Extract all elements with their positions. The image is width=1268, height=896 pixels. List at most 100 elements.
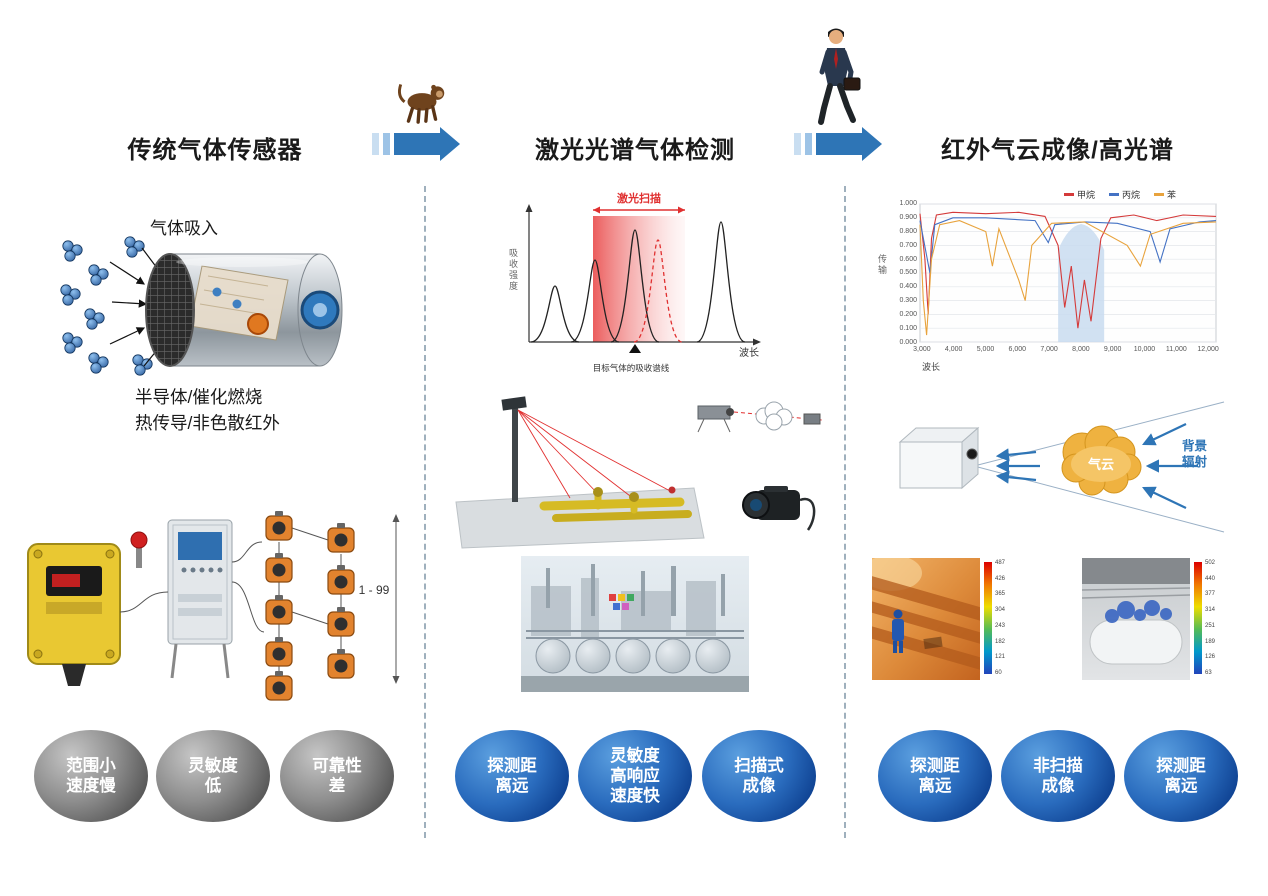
- legend-color-chip: [1109, 193, 1120, 196]
- detector-count-label: 1 - 99: [359, 583, 390, 597]
- advantage-bubble-distance-2: 探测距 离远: [878, 730, 992, 822]
- ground: [521, 676, 749, 692]
- x-tick-label: 10,000: [1133, 346, 1156, 353]
- scale-value: 377: [1205, 591, 1216, 598]
- y-tick-label: 0.300: [899, 297, 917, 305]
- dashed-divider-1: [424, 186, 426, 838]
- wavelength-axis-label: 波长: [739, 346, 759, 359]
- absorption-peaks: [530, 221, 746, 343]
- absorption-axis-label: 吸收强度: [508, 248, 518, 292]
- gas-leak-blobs: [1105, 600, 1172, 623]
- temperature-colorbar: [984, 562, 992, 674]
- thermal-scene-pipes: [853, 555, 1010, 680]
- laser-scan-region: [593, 216, 685, 342]
- gas-cloud-scene: 气云: [898, 401, 1225, 533]
- towers: [546, 564, 725, 616]
- scale-value: 314: [1205, 607, 1216, 614]
- legend-color-chip: [1154, 193, 1165, 196]
- legend-item: 甲烷: [1064, 188, 1095, 201]
- y-tick-label: 1.000: [899, 200, 917, 207]
- open-path-scanner: [697, 405, 734, 433]
- series-line-丙烷: [919, 217, 1217, 274]
- detector-network-diagram: 1 - 99: [27, 510, 400, 701]
- advantage-bubble-distance-3: 探测距 离远: [1124, 730, 1238, 822]
- evolution-arrow-1: [372, 127, 460, 161]
- walking-businessman-icon: [818, 28, 861, 125]
- gas-cloud-imaging-diagram: 气云 背景 辐射: [886, 396, 1226, 541]
- scale-value: 304: [995, 607, 1006, 614]
- scale-value: 487: [995, 560, 1006, 566]
- ceiling: [1082, 558, 1190, 584]
- wavelength-axis-label: 波长: [922, 362, 941, 372]
- laser-pole: [501, 396, 527, 502]
- series-line-苯: [919, 220, 1217, 336]
- transmission-chart: [919, 203, 1217, 343]
- target-marker-triangle: [629, 344, 641, 353]
- y-tick-label: 0.100: [899, 325, 917, 333]
- axes: [528, 208, 755, 343]
- column2-title: 激光光谱气体检测: [535, 137, 735, 164]
- gas-cloud: 气云: [1061, 425, 1142, 496]
- advantage-bubble-nonscanning: 非扫描 成像: [1001, 730, 1115, 822]
- scale-value: 182: [995, 638, 1006, 645]
- x-tick-label: 8,000: [1072, 346, 1090, 353]
- transmission-chart-legend: 甲烷 丙烷 苯: [1064, 188, 1176, 201]
- thermal-scene-tank: [1081, 558, 1191, 680]
- arrow-stripe: [372, 133, 379, 155]
- scale-value: 189: [1205, 638, 1216, 645]
- x-tick-label: 6,000: [1008, 346, 1027, 353]
- background-radiation-label: 背景 辐射: [1182, 439, 1208, 470]
- y-tick-label: 0.900: [899, 213, 917, 221]
- laser-beams: [517, 409, 673, 500]
- legend-label: 丙烷: [1122, 190, 1141, 200]
- x-tick-label: 5,000: [976, 346, 995, 353]
- transmission-axis-label: 传输: [877, 254, 887, 276]
- x-tick-label: 12,000: [1197, 346, 1219, 353]
- legend-color-chip: [1064, 193, 1074, 196]
- shaded-absorption-band: [1058, 224, 1105, 342]
- x-tick-label: 7,000: [1040, 346, 1058, 353]
- sensor-technology-description: 半导体/催化燃烧 热传导/非色散红外: [135, 387, 280, 434]
- industrial-plant-photo: [521, 556, 749, 692]
- x-tick-label: 11,000: [1165, 346, 1187, 353]
- count-dimension-line: [392, 514, 400, 684]
- alarm-beacon: [130, 531, 148, 568]
- column3-title: 红外气云成像/高光谱: [941, 137, 1174, 164]
- gas-detector-device: [27, 543, 121, 686]
- y-tick-label: 0.000: [899, 338, 917, 346]
- y-tick-label: 0.800: [899, 227, 917, 235]
- radiation-arrows-to-camera: [995, 448, 1040, 484]
- advantage-bubble-distance: 探测距 离远: [455, 730, 569, 822]
- series-group: [919, 211, 1217, 342]
- laser-camera: [742, 486, 816, 531]
- legend-label: 苯: [1167, 190, 1177, 200]
- traditional-sensor-illustration: [60, 236, 343, 376]
- arrow-stripe: [383, 133, 390, 155]
- scale-value: 440: [1205, 575, 1216, 582]
- plant-structures: [531, 578, 716, 638]
- infrared-camera: [898, 426, 980, 490]
- scale-value: 243: [995, 622, 1006, 629]
- scanned-peak-dashed: [633, 239, 683, 343]
- gas-intake-label: 气体吸入: [150, 219, 218, 238]
- gas-cloud-label: 气云: [1088, 457, 1114, 472]
- y-tick-label: 0.400: [899, 283, 917, 291]
- y-tick-label: 0.200: [899, 311, 917, 319]
- legend-item: 丙烷: [1109, 188, 1140, 201]
- scale-value: 126: [1205, 654, 1216, 661]
- temperature-colorbar: [1194, 562, 1202, 674]
- y-tick-label: 0.500: [899, 269, 917, 277]
- x-tick-label: 3,000: [913, 346, 931, 353]
- laser-scan-label: 激光扫描: [617, 191, 661, 205]
- scale-value: 365: [995, 591, 1006, 598]
- legend-item: 苯: [1154, 188, 1176, 201]
- gas-plume-cloud: [755, 401, 793, 431]
- laser-scene-illustration: [455, 396, 823, 549]
- x-tick-label: 4,000: [944, 346, 963, 353]
- monkey-icon: [398, 83, 445, 124]
